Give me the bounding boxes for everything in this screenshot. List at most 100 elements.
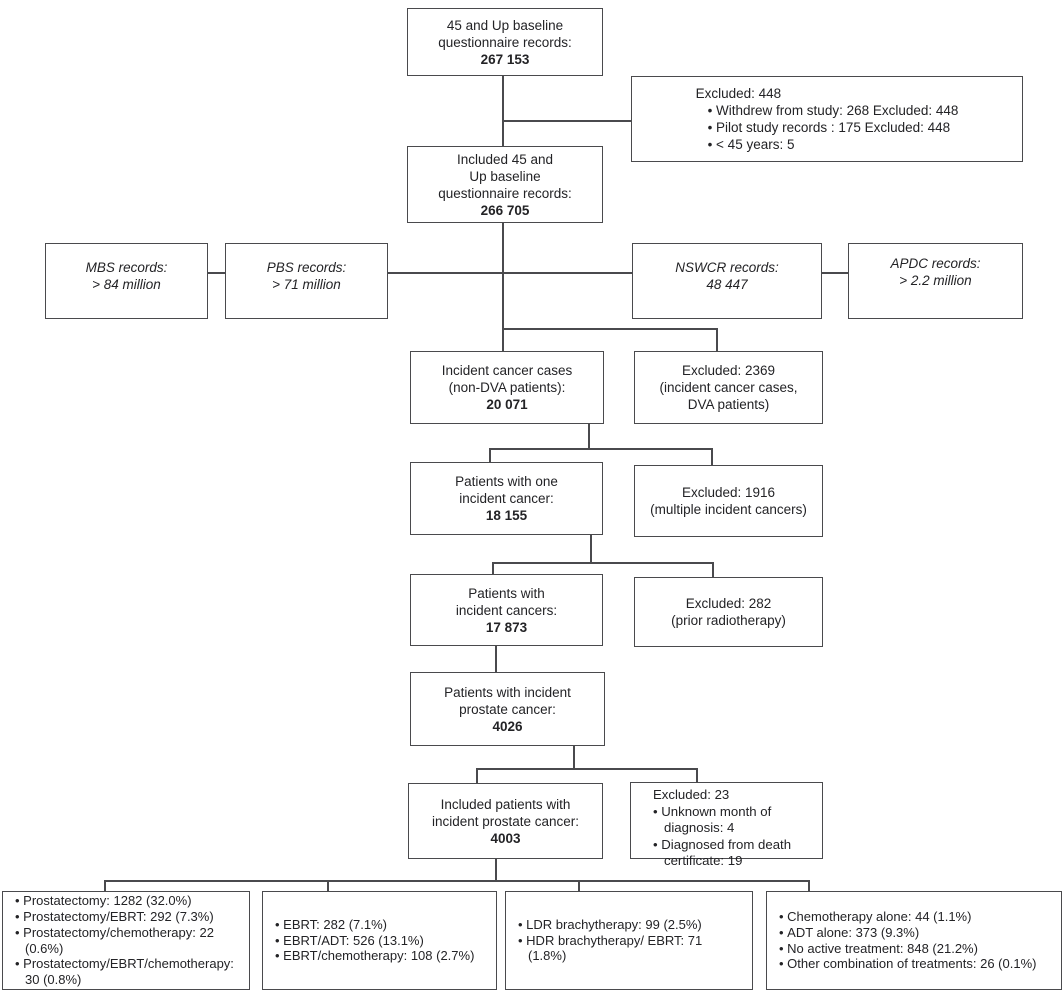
box-value: 4003 xyxy=(490,830,521,846)
box-line: > 84 million xyxy=(92,277,161,292)
connector-line xyxy=(502,328,717,330)
connector-line xyxy=(104,880,809,882)
box-one-incident-cancer: Patients with one incident cancer: 18 15… xyxy=(410,462,603,535)
bullet-item: Unknown month of diagnosis: 4 xyxy=(653,804,814,837)
box-line: NSWCR records: xyxy=(675,260,779,275)
box-line: Included 45 and xyxy=(456,151,554,167)
excluded-header: Excluded: 23 xyxy=(653,787,730,802)
connector-line xyxy=(495,646,497,673)
bullet-item: Pilot study records : 175 Excluded: 448 xyxy=(708,119,959,136)
bullet-item: Withdrew from study: 268 Excluded: 448 xyxy=(708,102,958,119)
bullet-item: Other combination of treatments: 26 (0.1… xyxy=(779,956,1036,972)
box-incident-cancers: Patients with incident cancers: 17 873 xyxy=(410,574,603,646)
connector-line xyxy=(573,746,575,770)
box-included-prostate-cancer: Included patients with incident prostate… xyxy=(408,783,603,859)
bullet-item: LDR brachytherapy: 99 (2.5%) xyxy=(518,917,744,933)
connector-line xyxy=(716,328,718,351)
box-excluded-282: Excluded: 282 (prior radiotherapy) xyxy=(634,577,823,647)
box-line: Incident cancer cases xyxy=(441,363,573,378)
box-nswcr-records: NSWCR records: 48 447 xyxy=(632,243,822,319)
box-excluded-1916: Excluded: 1916 (multiple incident cancer… xyxy=(634,465,823,537)
connector-line xyxy=(495,858,497,882)
box-included-baseline-records: Included 45 and Up baseline questionnair… xyxy=(407,146,603,223)
connector-line xyxy=(489,448,713,450)
box-value: 17 873 xyxy=(485,619,528,635)
connector-line xyxy=(492,562,714,564)
connector-line xyxy=(808,880,810,892)
box-baseline-records: 45 and Up baseline questionnaire records… xyxy=(407,8,603,76)
box-line: APDC records: xyxy=(890,256,981,271)
connector-line xyxy=(822,272,848,274)
connector-line xyxy=(502,76,504,146)
box-line: Patients with xyxy=(468,585,545,601)
connector-line xyxy=(502,222,504,351)
box-line: > 71 million xyxy=(272,277,341,292)
box-apdc-records: APDC records: > 2.2 million xyxy=(848,243,1023,319)
box-line: Up baseline xyxy=(469,168,541,184)
box-line: (incident cancer cases, xyxy=(659,380,798,395)
box-ebrt-treatments: EBRT: 282 (7.1%) EBRT/ADT: 526 (13.1%) E… xyxy=(262,891,497,990)
connector-line xyxy=(712,562,714,578)
bullet-item: Prostatectomy/chemotherapy: 22 (0.6%) xyxy=(15,925,241,957)
connector-line xyxy=(476,768,478,784)
box-value: 18 155 xyxy=(485,508,528,523)
box-pbs-records: PBS records: > 71 million xyxy=(225,243,388,319)
bullet-item: Prostatectomy/EBRT/chemotherapy: 30 (0.8… xyxy=(15,956,241,988)
connector-line xyxy=(104,880,106,892)
box-mbs-records: MBS records: > 84 million xyxy=(45,243,208,319)
box-line: incident prostate cancer: xyxy=(431,813,580,829)
box-prostatectomy-treatments: Prostatectomy: 1282 (32.0%) Prostatectom… xyxy=(2,891,250,990)
box-incident-cancer-cases: Incident cancer cases (non-DVA patients)… xyxy=(410,351,604,424)
box-line: prostate cancer: xyxy=(459,701,556,717)
connector-line xyxy=(476,768,698,770)
bullet-item: Prostatectomy/EBRT: 292 (7.3%) xyxy=(15,909,241,925)
box-line: DVA patients) xyxy=(687,397,770,412)
box-value: 267 153 xyxy=(480,51,530,67)
box-line: PBS records: xyxy=(266,260,347,275)
box-line: questionnaire records: xyxy=(438,185,572,201)
bullet-item: < 45 years: 5 xyxy=(708,136,959,153)
bullet-item: Prostatectomy: 1282 (32.0%) xyxy=(15,893,241,909)
connector-line xyxy=(489,448,491,463)
box-line: > 2.2 million xyxy=(899,273,972,288)
box-line: (non-DVA patients): xyxy=(448,380,566,395)
box-incident-prostate-cancer: Patients with incident prostate cancer: … xyxy=(410,672,605,746)
bullet-item: Diagnosed from death certificate: 19 xyxy=(653,837,814,870)
box-line: Excluded: 282 xyxy=(685,596,772,611)
box-line: MBS records: xyxy=(85,260,168,275)
box-line: Excluded: 2369 xyxy=(681,363,776,378)
connector-line xyxy=(588,424,590,450)
connector-line xyxy=(502,120,631,122)
box-line: questionnaire records: xyxy=(438,34,572,50)
connector-line xyxy=(388,272,632,274)
connector-line xyxy=(207,272,225,274)
box-value: 4026 xyxy=(492,718,523,734)
box-line: 48 447 xyxy=(706,277,748,292)
connector-line xyxy=(492,562,494,575)
box-line: Included patients with xyxy=(440,796,571,812)
bullet-item: No active treatment: 848 (21.2%) xyxy=(779,941,1036,957)
box-line: (multiple incident cancers) xyxy=(650,502,807,517)
connector-line xyxy=(711,448,713,466)
box-line: Patients with incident xyxy=(444,684,571,700)
bullet-item: Chemotherapy alone: 44 (1.1%) xyxy=(779,909,1036,925)
bullet-item: EBRT: 282 (7.1%) xyxy=(275,917,474,933)
connector-line xyxy=(696,768,698,783)
box-line: incident cancer: xyxy=(459,491,554,506)
bullet-item: HDR brachytherapy/ EBRT: 71 (1.8%) xyxy=(518,933,744,965)
box-line: Excluded: 1916 xyxy=(681,485,776,500)
bullet-item: ADT alone: 373 (9.3%) xyxy=(779,925,1036,941)
bullet-item: EBRT/chemotherapy: 108 (2.7%) xyxy=(275,948,474,964)
box-value: 266 705 xyxy=(480,202,530,218)
box-line: Patients with one xyxy=(455,474,558,489)
box-value: 20 071 xyxy=(486,397,528,412)
box-excluded-2369: Excluded: 2369 (incident cancer cases, D… xyxy=(634,351,823,424)
connector-line xyxy=(590,535,592,563)
box-excluded-23: Excluded: 23 Unknown month of diagnosis:… xyxy=(630,782,823,868)
connector-line xyxy=(327,880,329,892)
box-line: incident cancers: xyxy=(455,602,558,618)
box-brachytherapy-treatments: LDR brachytherapy: 99 (2.5%) HDR brachyt… xyxy=(505,891,753,990)
box-other-treatments: Chemotherapy alone: 44 (1.1%) ADT alone:… xyxy=(766,891,1062,990)
excluded-header: Excluded: 448 xyxy=(695,86,782,101)
